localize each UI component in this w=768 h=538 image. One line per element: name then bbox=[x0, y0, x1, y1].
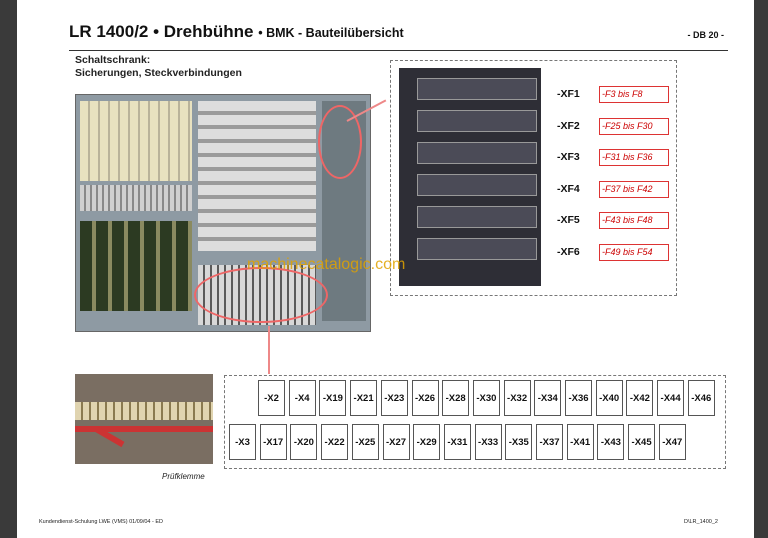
fuse-row bbox=[417, 110, 537, 132]
connector-cell: -X37 bbox=[536, 424, 563, 460]
fuse-range-box: -F49 bis F54 bbox=[599, 243, 669, 261]
fuse-callout-frame bbox=[390, 60, 677, 296]
fuse-block-label: -XF3 bbox=[557, 151, 580, 163]
connector-cell: -X23 bbox=[380, 380, 408, 416]
document-page: LR 1400/2 • Drehbühne • BMK - Bauteilübe… bbox=[17, 0, 754, 538]
connector-cell: -X46 bbox=[687, 380, 715, 416]
terminal-row bbox=[75, 402, 213, 420]
fuse-range-box: -F31 bis F36 bbox=[599, 149, 669, 166]
watermark: machinecatalogic.com bbox=[247, 256, 406, 273]
fuse-row bbox=[417, 78, 537, 100]
connector-cell: -X19 bbox=[319, 380, 347, 416]
fuse-row bbox=[417, 238, 537, 260]
connector-cell: -X21 bbox=[350, 380, 378, 416]
connector-cell: -X36 bbox=[565, 380, 592, 416]
module-rack bbox=[80, 221, 192, 311]
page-title: LR 1400/2 • Drehbühne • BMK - Bauteilübe… bbox=[69, 22, 404, 42]
fuse-range-box: -F43 bis F48 bbox=[599, 212, 669, 229]
fuse-range-box: -F37 bis F42 bbox=[599, 180, 669, 198]
document-reference: - DB 20 - bbox=[687, 30, 724, 40]
footer-right: D\LR_1400_2 bbox=[684, 519, 718, 525]
connector-cell: -X27 bbox=[382, 424, 410, 460]
terminal-strip bbox=[80, 185, 192, 211]
test-terminal-photo bbox=[75, 374, 213, 464]
connector-cell: -X35 bbox=[505, 424, 533, 460]
connector-cell: -X42 bbox=[626, 380, 654, 416]
connector-cell: -X43 bbox=[597, 424, 625, 460]
connector-highlight-circle bbox=[194, 267, 328, 323]
fuse-range-box: -F25 bis F30 bbox=[599, 117, 669, 135]
callout-line-connectors bbox=[268, 326, 270, 374]
connector-cell: -X47 bbox=[658, 424, 686, 460]
fuse-range-box: -F3 bis F8 bbox=[599, 86, 669, 103]
fuse-block-label: -XF4 bbox=[557, 182, 580, 195]
connector-cell: -X28 bbox=[442, 380, 470, 416]
connector-cell: -X29 bbox=[413, 424, 441, 460]
fuse-row bbox=[417, 174, 537, 196]
connector-cell: -X45 bbox=[628, 424, 656, 460]
connector-cell: -X2 bbox=[258, 380, 285, 416]
relay-bank bbox=[80, 101, 192, 181]
fuse-highlight-circle bbox=[318, 105, 362, 179]
fuse-block-label: -XF5 bbox=[557, 214, 580, 226]
fuse-block-photo bbox=[399, 68, 541, 286]
cabinet-photo bbox=[75, 94, 371, 332]
connector-cell: -X34 bbox=[534, 380, 562, 416]
section-line-2: Sicherungen, Steckverbindungen bbox=[75, 67, 242, 79]
connector-frame bbox=[224, 375, 726, 469]
fuse-block-label: -XF2 bbox=[557, 119, 580, 132]
wiring-panel bbox=[198, 101, 316, 251]
connector-cell: -X3 bbox=[229, 424, 256, 460]
connector-cell: -X26 bbox=[411, 380, 439, 416]
connector-cell: -X17 bbox=[259, 424, 287, 460]
connector-cell: -X40 bbox=[595, 380, 623, 416]
fuse-block-label: -XF6 bbox=[557, 245, 580, 258]
connector-cell: -X25 bbox=[351, 424, 379, 460]
section-heading: Schaltschrank: Sicherungen, Steckverbind… bbox=[75, 54, 242, 80]
connector-cell: -X41 bbox=[566, 424, 594, 460]
section-line-1: Schaltschrank: bbox=[75, 54, 151, 66]
connector-cell: -X31 bbox=[443, 424, 471, 460]
connector-cell: -X20 bbox=[290, 424, 318, 460]
fuse-row bbox=[417, 206, 537, 228]
test-terminal-caption: Prüfklemme bbox=[162, 472, 205, 481]
connector-cell: -X22 bbox=[321, 424, 349, 460]
title-subtitle: • BMK - Bauteilübersicht bbox=[258, 26, 404, 40]
fuse-row bbox=[417, 142, 537, 164]
connector-cell: -X33 bbox=[474, 424, 502, 460]
connector-cell: -X30 bbox=[472, 380, 500, 416]
footer-left: Kundendienst-Schulung LWE (VMS) 01/09/04… bbox=[39, 519, 164, 525]
header-divider bbox=[69, 50, 728, 51]
title-main: LR 1400/2 • Drehbühne bbox=[69, 22, 254, 41]
connector-cell: -X44 bbox=[657, 380, 685, 416]
connector-cell: -X4 bbox=[288, 380, 316, 416]
red-cable bbox=[75, 426, 213, 432]
fuse-block-label: -XF1 bbox=[557, 88, 580, 100]
connector-cell: -X32 bbox=[503, 380, 531, 416]
